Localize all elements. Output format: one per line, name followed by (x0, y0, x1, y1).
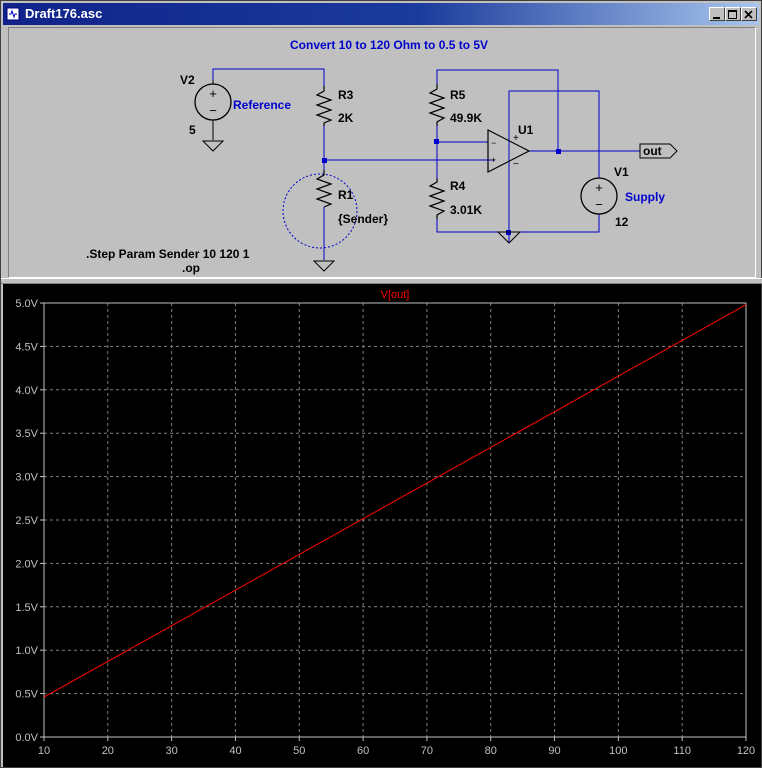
y-tick-label: 4.5V (15, 341, 38, 353)
ground-icon (201, 140, 225, 152)
v1-minus-symbol: − (595, 197, 603, 212)
x-tick-label: 70 (421, 745, 433, 757)
v1-voltage-label: 12 (615, 215, 629, 229)
y-axis: 0.0V 0.5V 1.0V 1.5V 2.0V 2.5V 3.0V 3.5V 4.0V 4.5V… (15, 298, 44, 744)
y-tick-label: 5.0V (15, 298, 38, 310)
x-tick-label: 60 (357, 745, 369, 757)
waveform-viewer[interactable]: 0.0V 0.5V 1.0V 1.5V 2.0V 2.5V 3.0V 3.5V 4.0V 4.5V… (3, 284, 761, 767)
net-label-text: out (643, 144, 662, 158)
y-tick-label: 3.5V (15, 428, 38, 440)
schematic-editor[interactable]: + − (8, 27, 756, 278)
u1-ref-label: U1 (518, 123, 534, 137)
y-tick-label: 1.0V (15, 645, 38, 657)
voltage-source-v2[interactable]: + − (194, 80, 232, 152)
v2-voltage-label: 5 (189, 123, 196, 137)
voltage-source-v1[interactable]: + − (580, 177, 618, 215)
resistor-r5[interactable] (428, 84, 446, 126)
r3-ref-label: R3 (338, 88, 354, 102)
opamp-minus-input: − (491, 138, 496, 148)
close-icon (744, 10, 753, 19)
close-button[interactable] (741, 7, 757, 21)
y-tick-label: 2.5V (15, 515, 38, 527)
x-tick-label: 20 (102, 745, 114, 757)
traces (43, 304, 747, 698)
resistor-r3[interactable] (315, 86, 333, 126)
x-tick-label: 50 (293, 745, 305, 757)
ground-icon (312, 260, 336, 272)
x-tick-label: 10 (38, 745, 50, 757)
r3-value-label: 2K (338, 111, 354, 125)
maximize-icon (728, 10, 737, 19)
maximize-button[interactable] (725, 7, 741, 21)
x-axis: 10 20 30 40 50 60 70 80 90 100 110 120 (38, 737, 755, 757)
opamp-supply-plus: + (513, 133, 519, 144)
y-tick-label: 1.5V (15, 602, 38, 614)
y-tick-label: 3.0V (15, 472, 38, 484)
plot-canvas[interactable]: 0.0V 0.5V 1.0V 1.5V 2.0V 2.5V 3.0V 3.5V 4.0V 4.5V… (3, 284, 761, 767)
v2-ref-label: V2 (180, 73, 195, 87)
v1-plus-symbol: + (595, 180, 603, 195)
x-tick-label: 40 (229, 745, 241, 757)
r4-value-label: 3.01K (450, 203, 482, 217)
trace-legend-vout[interactable]: V[out] (381, 289, 410, 301)
minimize-icon (713, 17, 720, 19)
r1-value-label: {Sender} (338, 212, 388, 226)
r4-ref-label: R4 (450, 179, 466, 193)
pane-splitter[interactable] (1, 278, 762, 284)
trace-vout-line[interactable] (43, 304, 747, 698)
resistor-r1[interactable] (282, 170, 358, 272)
spice-directive-step: .Step Param Sender 10 120 1 (86, 247, 250, 261)
r1-ref-label: R1 (338, 188, 354, 202)
net-label-out[interactable]: out (639, 143, 678, 159)
schematic-canvas[interactable]: + − (9, 28, 756, 278)
x-tick-label: 100 (609, 745, 627, 757)
x-tick-label: 80 (485, 745, 497, 757)
v2-plus-symbol: + (209, 86, 217, 101)
v2-minus-symbol: − (209, 103, 217, 118)
opamp-plus-input: + (491, 155, 496, 165)
r5-value-label: 49.9K (450, 111, 482, 125)
opamp-u1[interactable]: + − − + (487, 129, 531, 244)
title-bar[interactable]: Draft176.asc (3, 3, 759, 25)
v2-value-label: Reference (233, 98, 291, 112)
x-tick-label: 110 (673, 745, 691, 757)
y-tick-label: 0.0V (15, 732, 38, 744)
r5-ref-label: R5 (450, 88, 466, 102)
y-tick-label: 2.0V (15, 558, 38, 570)
schematic-document-icon (6, 7, 20, 21)
opamp-supply-minus: − (513, 159, 519, 170)
plot-grid (44, 303, 746, 737)
resistor-r4[interactable] (428, 178, 446, 219)
window-title: Draft176.asc (25, 6, 103, 21)
schematic-title: Convert 10 to 120 Ohm to 0.5 to 5V (290, 38, 488, 52)
v1-value-label: Supply (625, 190, 665, 204)
spice-directive-op: .op (182, 261, 200, 275)
y-tick-label: 0.5V (15, 689, 38, 701)
minimize-button[interactable] (709, 7, 725, 21)
x-tick-label: 90 (548, 745, 560, 757)
y-tick-label: 4.0V (15, 385, 38, 397)
x-tick-label: 120 (737, 745, 755, 757)
v1-ref-label: V1 (614, 165, 629, 179)
x-tick-label: 30 (166, 745, 178, 757)
ground-icon (496, 231, 522, 244)
